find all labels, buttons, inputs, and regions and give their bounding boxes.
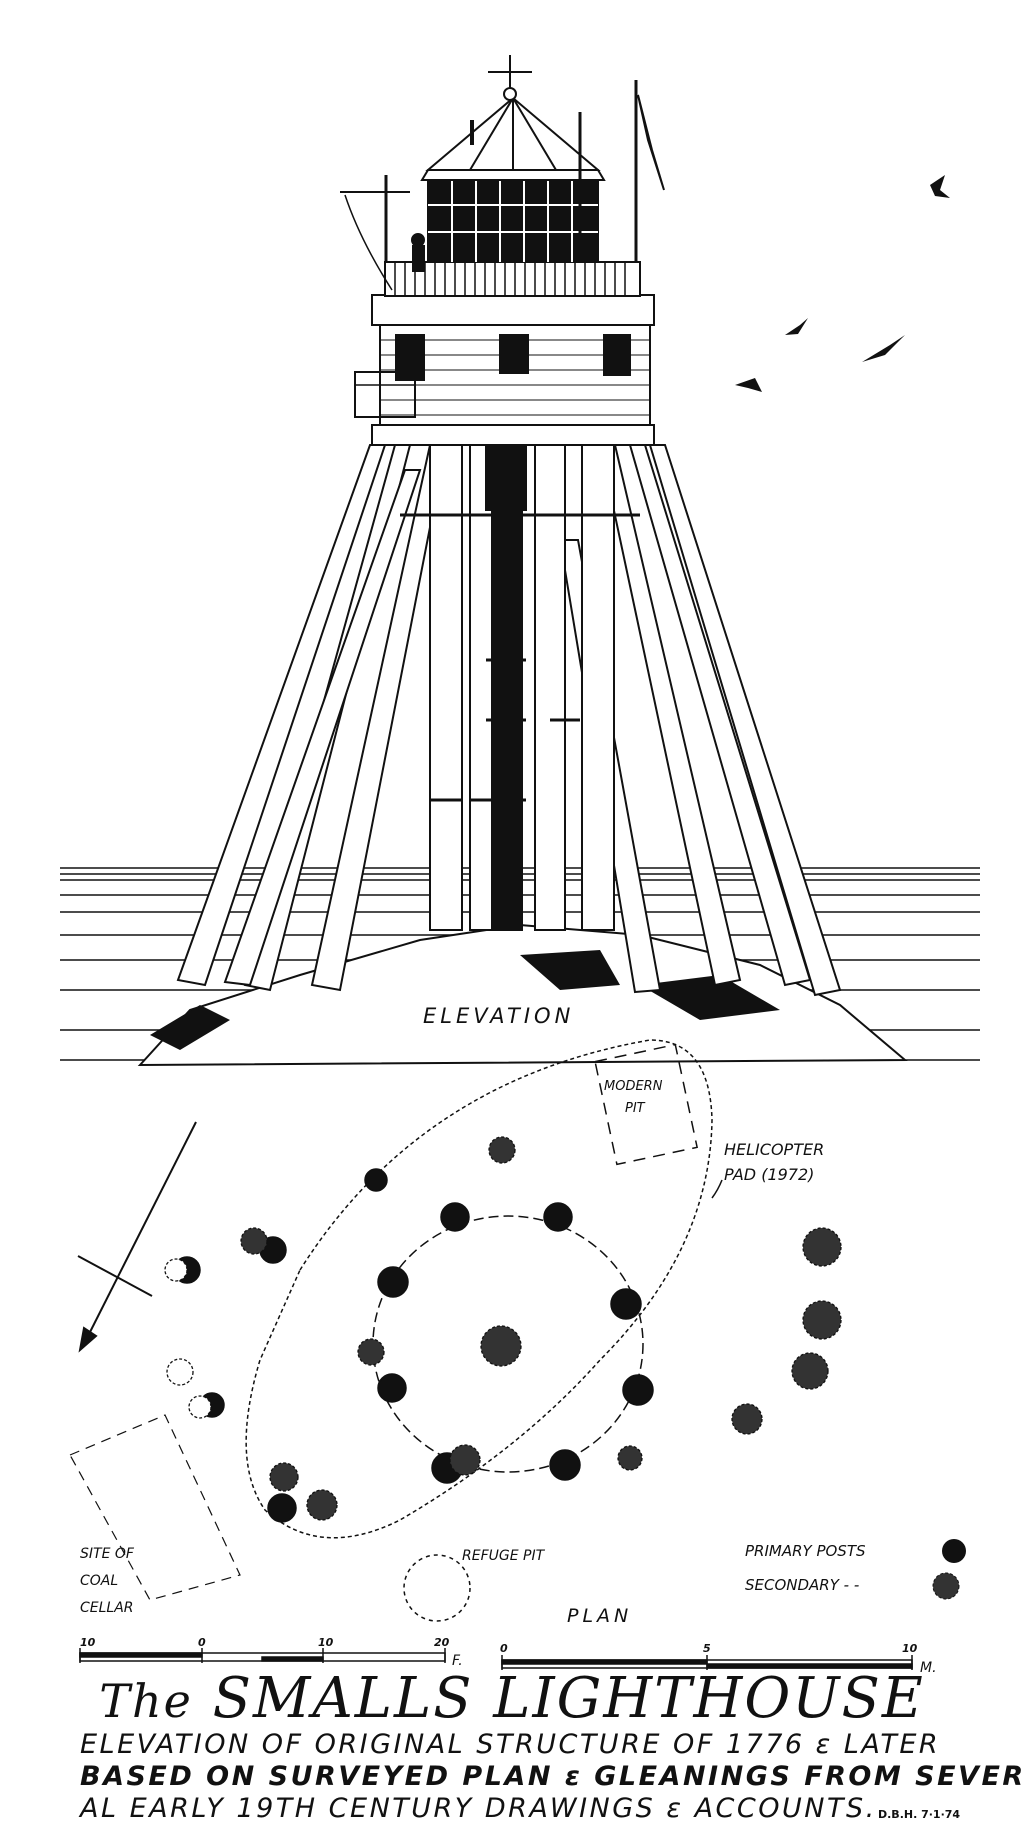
trestle-legs xyxy=(176,439,842,997)
modern-pit-label-2: PIT xyxy=(625,1101,646,1116)
coal-cellar-label-3: CELLAR xyxy=(80,1600,134,1616)
plan-label: PLAN xyxy=(567,1605,632,1627)
modern-pit-outline xyxy=(594,1043,699,1166)
title-main: SMALLS LIGHTHOUSE xyxy=(212,1666,925,1731)
helicopter-pad-label-1: HELICOPTER xyxy=(724,1140,824,1159)
metres-tick-2: 10 xyxy=(902,1642,918,1655)
refuge-pit-label: REFUGE PIT xyxy=(462,1548,546,1564)
modern-pit-label-1: MODERN xyxy=(604,1079,663,1094)
elevation-label: ELEVATION xyxy=(423,1004,574,1028)
scale-bar-feet xyxy=(79,1648,446,1663)
coal-cellar-outline xyxy=(69,1414,241,1601)
helicopter-pad-label-2: PAD (1972) xyxy=(724,1165,814,1184)
title-prefix: The xyxy=(99,1674,193,1728)
feet-tick-0: 10 xyxy=(80,1636,96,1649)
coal-cellar-label-2: COAL xyxy=(80,1573,118,1589)
leg-bands xyxy=(400,513,640,802)
artist-signature: D.B.H. 7·1·74 xyxy=(878,1808,961,1821)
feet-tick-2: 10 xyxy=(318,1636,334,1649)
north-arrow xyxy=(77,1121,197,1353)
subtitle-line-2: BASED ON SURVEYED PLAN ε GLEANINGS FROM … xyxy=(80,1761,1024,1792)
helicopter-pad-pointer xyxy=(711,1179,723,1199)
metres-tick-0: 0 xyxy=(500,1642,508,1655)
primary-posts xyxy=(173,1168,654,1523)
subtitle-line-3: AL EARLY 19TH CENTURY DRAWINGS ε ACCOUNT… xyxy=(80,1793,877,1824)
birds xyxy=(735,175,950,392)
lantern xyxy=(340,55,665,297)
title-block: The SMALLS LIGHTHOUSE xyxy=(0,1668,1024,1732)
legend-primary-label: PRIMARY POSTS xyxy=(745,1542,866,1560)
subtitle-line-1: ELEVATION OF ORIGINAL STRUCTURE OF 1776 … xyxy=(80,1729,941,1760)
metres-tick-1: 5 xyxy=(703,1642,711,1655)
scale-bar-metres xyxy=(501,1655,913,1670)
legend-secondary-label: SECONDARY - - xyxy=(745,1576,859,1594)
drawing-title: The SMALLS LIGHTHOUSE xyxy=(0,1668,1024,1732)
metres-unit: M. xyxy=(920,1660,937,1676)
refuge-pit-outline xyxy=(403,1554,471,1622)
feet-tick-3: 20 xyxy=(434,1636,450,1649)
keeper-house xyxy=(354,294,655,446)
coal-cellar-label-1: SITE OF xyxy=(80,1546,135,1562)
secondary-posts xyxy=(164,1136,842,1521)
feet-tick-1: 0 xyxy=(198,1636,206,1649)
legend-secondary-symbol xyxy=(932,1572,960,1600)
legend-primary-symbol xyxy=(942,1539,966,1563)
feet-unit: F. xyxy=(452,1653,463,1669)
